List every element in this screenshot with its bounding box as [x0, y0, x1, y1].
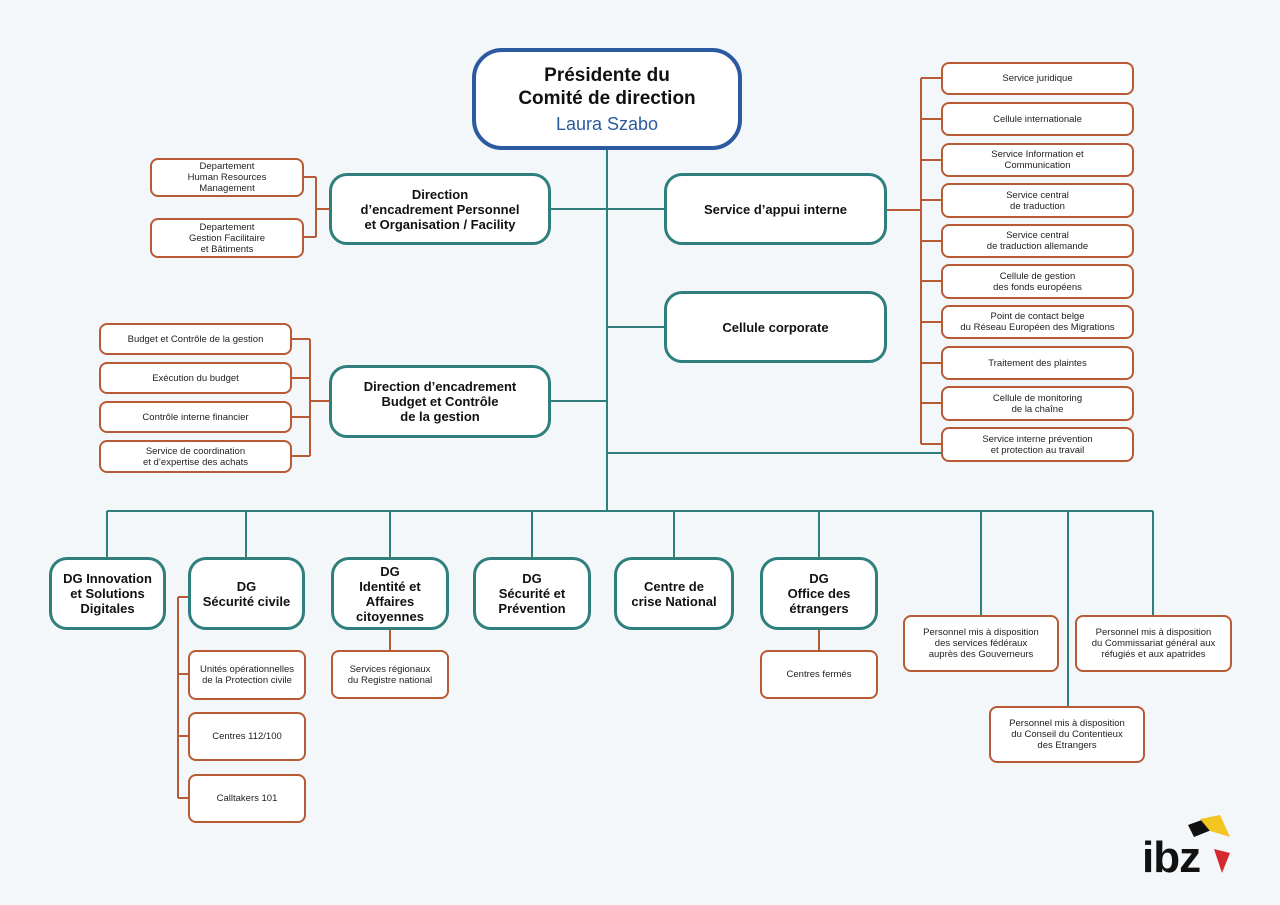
cellule-corporate-box: Cellule corporate — [664, 291, 887, 363]
appui-sub-box: Traitement des plaintes — [941, 346, 1134, 380]
dg-identite-box: DG Identité et Affaires citoyennes — [331, 557, 449, 630]
direction-personnel-box: Direction d’encadrement Personnel et Org… — [329, 173, 551, 245]
appui-sub-box: Service Information et Communication — [941, 143, 1134, 177]
personnel-mis-box: Personnel mis à disposition du Commissar… — [1075, 615, 1232, 672]
appui-sub-box: Cellule internationale — [941, 102, 1134, 136]
president-name: Laura Szabo — [555, 113, 659, 134]
service-appui-box: Service d’appui interne — [664, 173, 887, 245]
appui-sub-box: Point de contact belge du Réseau Europée… — [941, 305, 1134, 339]
personnel-mis-box: Personnel mis à disposition du Conseil d… — [989, 706, 1145, 763]
dg-innovation-box: DG Innovation et Solutions Digitales — [49, 557, 166, 630]
personnel-mis-box: Personnel mis à disposition des services… — [903, 615, 1059, 672]
personnel-sub-box: Departement Gestion Facilitaire et Bâtim… — [150, 218, 304, 258]
identite-sub-box: Services régionaux du Registre national — [331, 650, 449, 699]
logo-flag-icon — [1188, 815, 1230, 873]
dg-office-etrangers-box: DG Office des étrangers — [760, 557, 878, 630]
appui-sub-box: Service juridique — [941, 62, 1134, 95]
appui-sub-box: Cellule de monitoring de la chaîne — [941, 386, 1134, 421]
appui-sub-box: Service central de traduction allemande — [941, 224, 1134, 258]
budget-sub-box: Exécution du budget — [99, 362, 292, 394]
ibz-logo: ibz — [1140, 815, 1230, 885]
logo-text: ibz — [1142, 833, 1201, 882]
office-sub-box: Centres fermés — [760, 650, 878, 699]
budget-sub-box: Budget et Contrôle de la gestion — [99, 323, 292, 355]
appui-sub-box: Service central de traduction — [941, 183, 1134, 218]
securite-civile-sub-box: Centres 112/100 — [188, 712, 306, 761]
budget-sub-box: Service de coordination et d’expertise d… — [99, 440, 292, 473]
personnel-sub-box: Departement Human Resources Management — [150, 158, 304, 197]
appui-sub-box: Service interne prévention et protection… — [941, 427, 1134, 462]
securite-civile-sub-box: Unités opérationnelles de la Protection … — [188, 650, 306, 700]
centre-crise-box: Centre de crise National — [614, 557, 734, 630]
budget-sub-box: Contrôle interne financier — [99, 401, 292, 433]
securite-civile-sub-box: Calltakers 101 — [188, 774, 306, 823]
dg-securite-prevention-box: DG Sécurité et Prévention — [473, 557, 591, 630]
direction-budget-box: Direction d’encadrement Budget et Contrô… — [329, 365, 551, 438]
appui-sub-box: Cellule de gestion des fonds européens — [941, 264, 1134, 299]
dg-securite-civile-box: DG Sécurité civile — [188, 557, 305, 630]
president-title: Présidente du Comité de direction — [518, 64, 696, 109]
president-box: Présidente du Comité de direction Laura … — [472, 48, 742, 150]
